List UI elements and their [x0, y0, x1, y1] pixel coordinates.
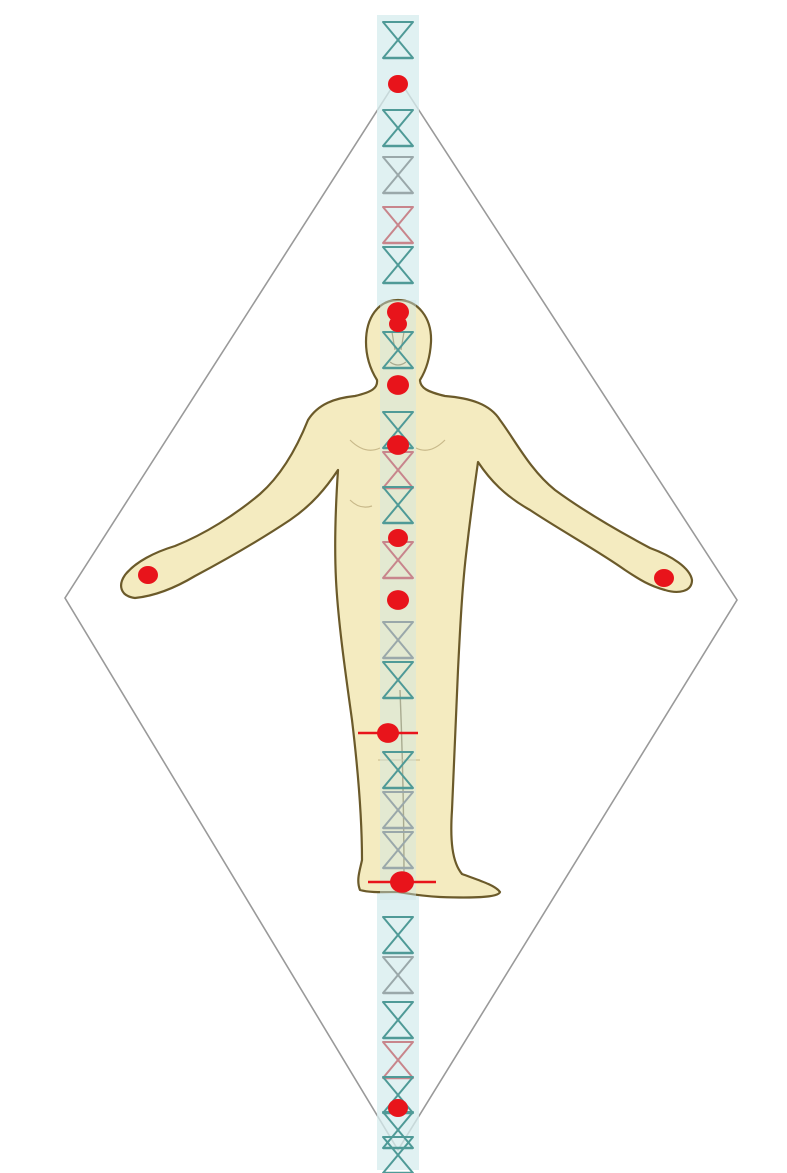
energy-point [390, 871, 414, 893]
energy-point [389, 316, 407, 332]
energy-point [388, 529, 408, 547]
energy-point [387, 435, 409, 455]
energy-point [377, 723, 399, 743]
energy-point [387, 590, 409, 610]
energy-point [388, 1099, 408, 1117]
energy-point [138, 566, 158, 584]
energy-point [388, 75, 408, 93]
energy-point [654, 569, 674, 587]
energy-point [387, 375, 409, 395]
